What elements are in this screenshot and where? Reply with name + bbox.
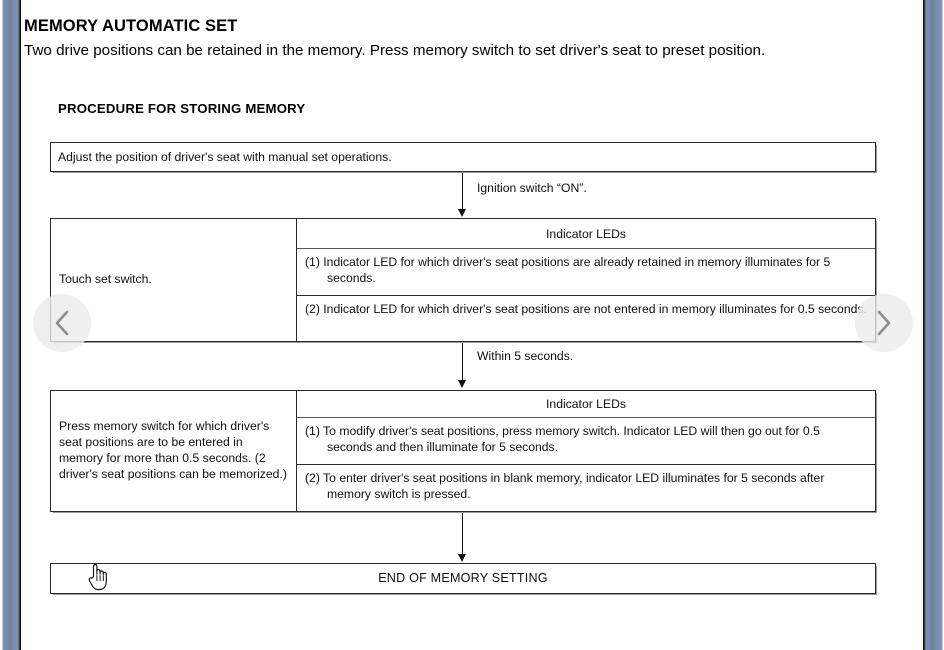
touch-indicator-item-1-text: (1) Indicator LED for which driver's sea… [305, 255, 831, 285]
touch-indicator-item-1: (1) Indicator LED for which driver's sea… [297, 249, 875, 296]
connector-arrow-1 [458, 209, 466, 217]
page-subtitle: Two drive positions can be retained in t… [24, 42, 766, 59]
chevron-right-icon [873, 308, 895, 338]
previous-page-button[interactable] [33, 294, 91, 352]
press-action-text: Press memory switch for which driver's s… [59, 419, 287, 481]
connector-line-3 [462, 513, 463, 555]
connector-label-1: Ignition switch “ON”. [477, 181, 587, 195]
flow-table-touch-set-switch: Touch set switch. Indicator LEDs (1) Ind… [50, 218, 876, 342]
press-indicator-item-1-text: (1) To modify driver's seat positions, p… [305, 424, 820, 454]
flow-box-end-text: END OF MEMORY SETTING [378, 570, 548, 585]
press-action-cell: Press memory switch for which driver's s… [51, 391, 297, 511]
document-page: MEMORY AUTOMATIC SET Two drive positions… [22, 0, 922, 650]
touch-indicator-item-2-text: (2) Indicator LED for which driver's sea… [305, 302, 867, 316]
flow-box-start: Adjust the position of driver's seat wit… [50, 142, 876, 172]
flow-box-end: END OF MEMORY SETTING [50, 563, 876, 594]
press-indicator-item-2: (2) To enter driver's seat positions in … [297, 465, 875, 511]
page-title: MEMORY AUTOMATIC SET [24, 17, 238, 35]
next-page-button[interactable] [855, 294, 913, 352]
connector-line-2 [462, 343, 463, 381]
flow-box-start-text: Adjust the position of driver's seat wit… [58, 150, 392, 164]
touch-indicator-column: Indicator LEDs (1) Indicator LED for whi… [297, 219, 875, 341]
connector-arrow-3 [458, 554, 466, 562]
connector-arrow-2 [458, 380, 466, 388]
press-indicator-header: Indicator LEDs [297, 391, 875, 418]
chevron-left-icon [51, 308, 73, 338]
touch-action-cell: Touch set switch. [51, 219, 297, 341]
press-indicator-item-1: (1) To modify driver's seat positions, p… [297, 418, 875, 465]
press-indicator-item-2-text: (2) To enter driver's seat positions in … [305, 471, 825, 501]
press-indicator-column: Indicator LEDs (1) To modify driver's se… [297, 391, 875, 511]
connector-line-1 [462, 173, 463, 210]
page-gutter-left [0, 0, 22, 650]
connector-label-2: Within 5 seconds. [477, 349, 574, 363]
page-gutter-right [922, 0, 944, 650]
section-title: PROCEDURE FOR STORING MEMORY [58, 101, 306, 116]
touch-indicator-header: Indicator LEDs [297, 219, 875, 249]
flow-table-press-memory-switch: Press memory switch for which driver's s… [50, 390, 876, 512]
touch-indicator-item-2: (2) Indicator LED for which driver's sea… [297, 296, 875, 341]
touch-action-text: Touch set switch. [59, 272, 152, 287]
